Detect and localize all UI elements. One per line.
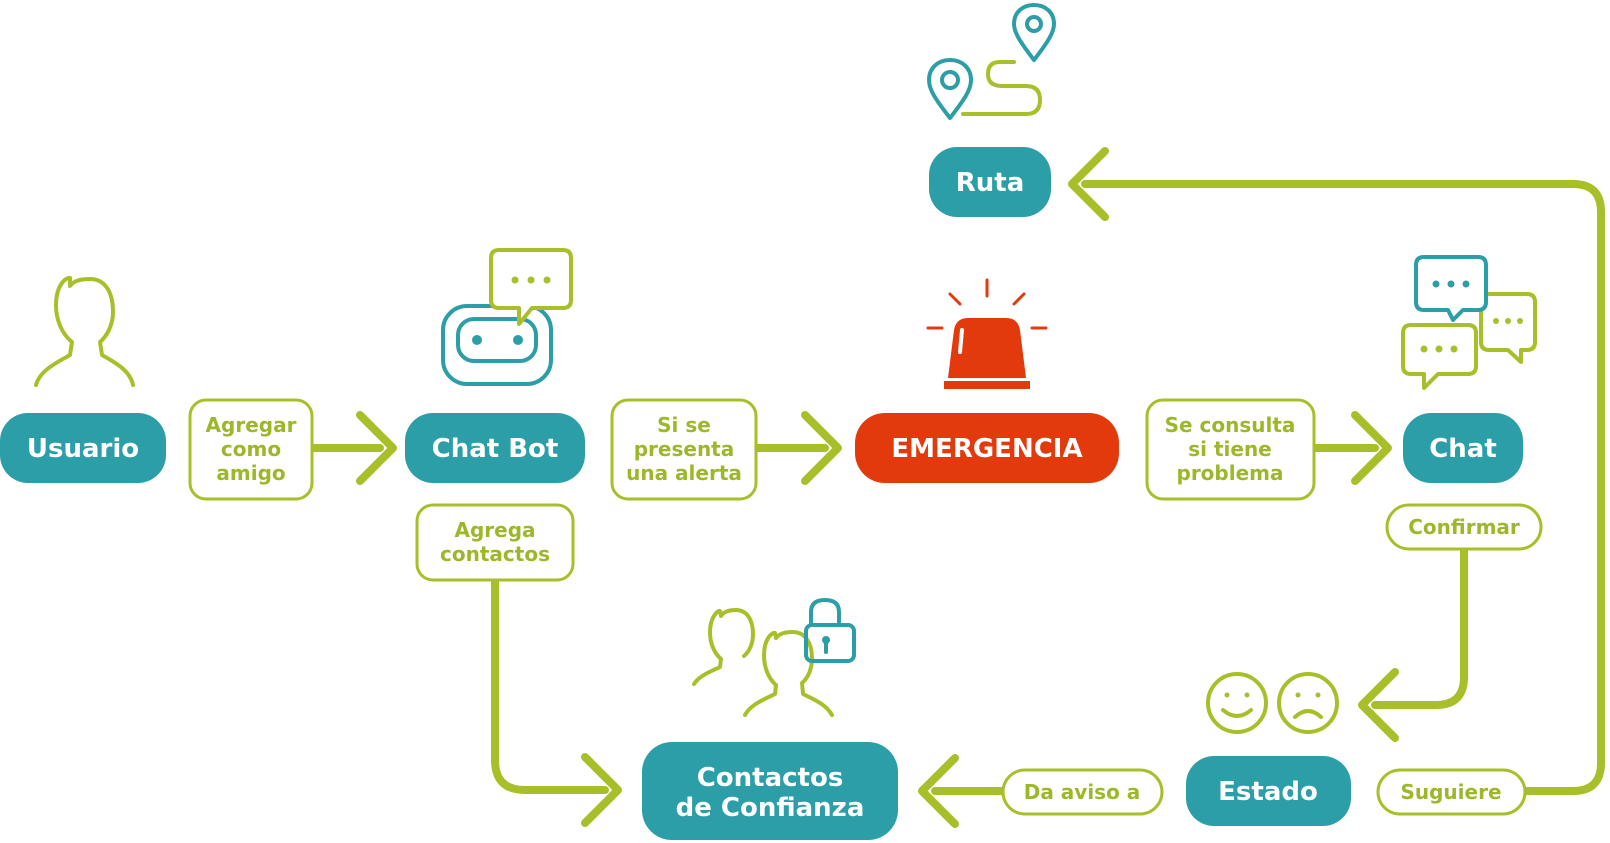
svg-text:Usuario: Usuario [27,434,139,464]
node-chat: Chat [1403,413,1523,483]
svg-text:Da aviso a: Da aviso a [1024,780,1141,804]
node-usuario: Usuario [0,413,166,483]
connector-chatbot-contactos [491,576,609,794]
connector-estado-ruta [1081,180,1605,795]
svg-text:Chat Bot: Chat Bot [432,434,559,464]
route-pins-icon [927,3,1056,120]
connector-chat-estado [1371,546,1468,709]
svg-text:Chat: Chat [1429,434,1497,464]
label-da-aviso: Da aviso a [1001,768,1164,816]
node-chatbot: Chat Bot [405,413,585,483]
people-lock-icon [692,598,856,717]
svg-text:EMERGENCIA: EMERGENCIA [891,434,1082,464]
label-confirmar: Confirmar [1385,503,1543,551]
node-ruta: Ruta [929,147,1051,217]
connectors [308,180,1605,795]
smiley-faces-icon [1206,672,1339,734]
label-suguiere: Suguiere [1376,768,1527,816]
svg-text:Estado: Estado [1218,777,1318,807]
node-emergencia: EMERGENCIA [855,413,1119,483]
svg-text:Ruta: Ruta [956,168,1025,198]
svg-text:Suguiere: Suguiere [1400,780,1501,804]
robot-chat-icon [441,248,573,386]
svg-text:Confirmar: Confirmar [1408,515,1520,539]
chat-bubbles-icon [1401,255,1537,390]
user-icon [34,275,135,387]
node-estado: Estado [1186,756,1351,826]
siren-icon [926,278,1048,389]
